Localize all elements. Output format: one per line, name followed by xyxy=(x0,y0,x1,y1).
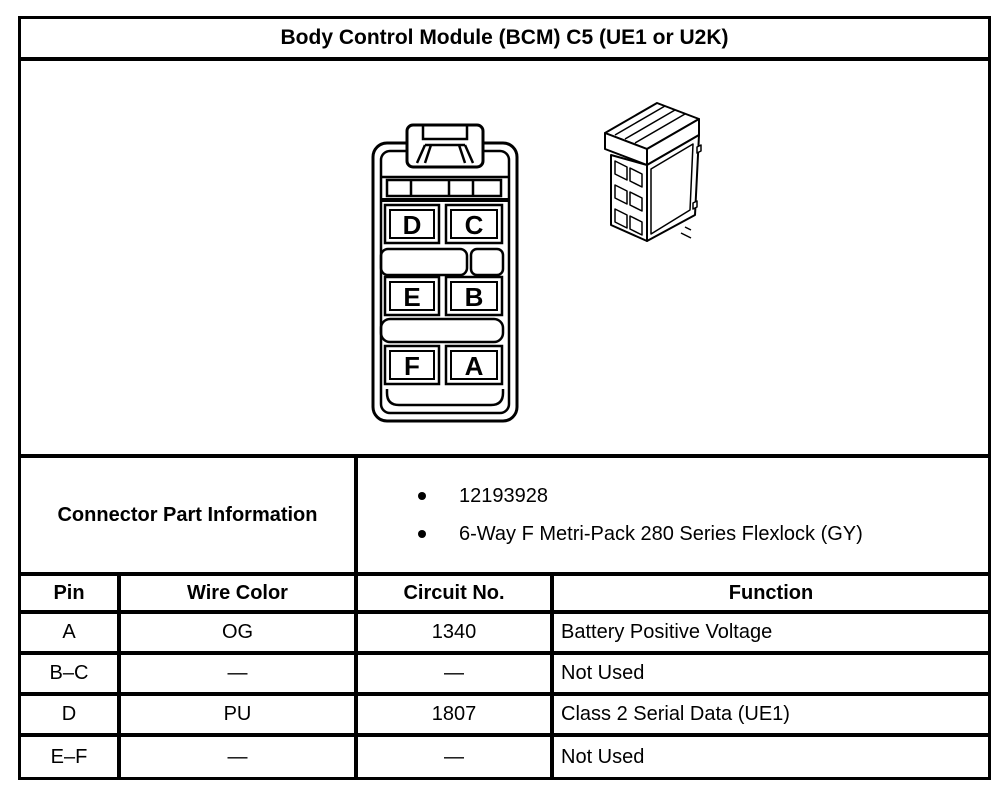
pin-cell: A xyxy=(21,614,117,651)
connector-diagram: D C E B F A xyxy=(21,61,988,454)
pin-label-d: D xyxy=(403,210,422,240)
circuit-no-cell: — xyxy=(358,737,550,777)
connector-isometric-view xyxy=(604,102,702,242)
pin-cell: D xyxy=(21,696,117,733)
connector-document-table: Body Control Module (BCM) C5 (UE1 or U2K… xyxy=(18,16,991,780)
part-info-list: 12193928 6-Way F Metri-Pack 280 Series F… xyxy=(358,458,988,572)
part-info-label: Connector Part Information xyxy=(21,458,354,572)
function-cell: Class 2 Serial Data (UE1) xyxy=(554,696,988,733)
pin-label-c: C xyxy=(465,210,484,240)
pin-label-e: E xyxy=(403,282,420,312)
wire-color-cell: PU xyxy=(121,696,354,733)
page-title: Body Control Module (BCM) C5 (UE1 or U2K… xyxy=(21,19,988,57)
function-cell: Not Used xyxy=(554,655,988,692)
pin-cell: E–F xyxy=(21,737,117,777)
part-description-item: 6-Way F Metri-Pack 280 Series Flexlock (… xyxy=(418,523,863,546)
pin-cell: B–C xyxy=(21,655,117,692)
part-number: 12193928 xyxy=(459,484,548,507)
connector-front-view: D C E B F A xyxy=(371,123,519,423)
bullet-icon xyxy=(418,492,426,500)
circuit-no-cell: 1340 xyxy=(358,614,550,651)
column-header-function: Function xyxy=(554,576,988,610)
column-header-circuit-no: Circuit No. xyxy=(358,576,550,610)
circuit-no-cell: 1807 xyxy=(358,696,550,733)
latch-tab xyxy=(405,123,485,169)
pin-label-b: B xyxy=(465,282,484,312)
column-header-wire-color: Wire Color xyxy=(121,576,354,610)
column-header-pin: Pin xyxy=(21,576,117,610)
function-cell: Not Used xyxy=(554,737,988,777)
bullet-icon xyxy=(418,530,426,538)
part-description: 6-Way F Metri-Pack 280 Series Flexlock (… xyxy=(459,522,863,545)
wire-color-cell: — xyxy=(121,655,354,692)
connector-diagram-svg: D C E B F A xyxy=(371,102,702,423)
function-cell: Battery Positive Voltage xyxy=(554,614,988,651)
wire-color-cell: — xyxy=(121,737,354,777)
pin-label-f: F xyxy=(404,351,420,381)
pin-label-a: A xyxy=(465,351,484,381)
wire-color-cell: OG xyxy=(121,614,354,651)
circuit-no-cell: — xyxy=(358,655,550,692)
part-number-item: 12193928 xyxy=(418,485,548,508)
